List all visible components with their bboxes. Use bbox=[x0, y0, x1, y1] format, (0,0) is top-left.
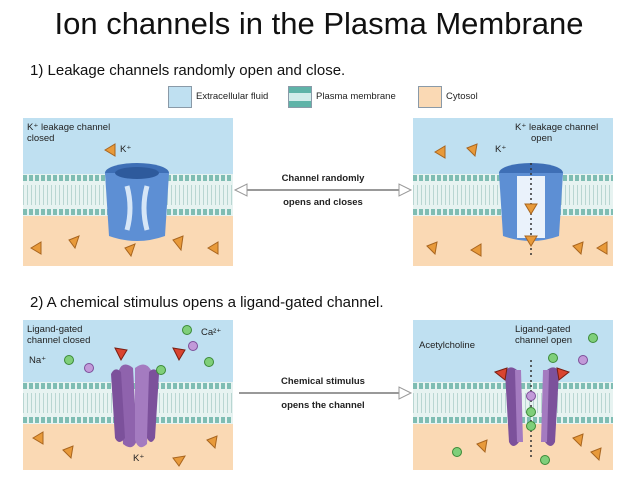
potassium-ion-label: K⁺ bbox=[133, 453, 145, 464]
ligand-closed-panel: Ligand-gated channel closed Na⁺ Ca²⁺ K⁺ bbox=[23, 320, 233, 470]
acetylcholine-label: Acetylcholine bbox=[419, 340, 475, 351]
membrane-legend-label: Plasma membrane bbox=[316, 91, 396, 102]
leakage-arrow-top-label: Channel randomly bbox=[281, 173, 365, 184]
legend: Extracellular fluid Plasma membrane Cyto… bbox=[168, 86, 488, 108]
ligand-open-panel: Ligand-gated channel open Acetylcholine bbox=[413, 320, 613, 470]
cytosol-legend-label: Cytosol bbox=[446, 91, 478, 102]
double-arrow-icon bbox=[233, 183, 413, 197]
ligand-open-label-line2: channel open bbox=[515, 335, 573, 346]
leakage-closed-ion-label: K⁺ bbox=[120, 144, 132, 155]
ligand-open-label-line1: Ligand-gated bbox=[515, 324, 571, 335]
leakage-transition-arrow: Channel randomly opens and closes bbox=[233, 165, 413, 215]
membrane-swatch bbox=[288, 86, 312, 108]
ligand-transition-arrow: Chemical stimulus opens the channel bbox=[233, 368, 413, 418]
ligand-closed-label-line1: Ligand-gated bbox=[27, 324, 83, 335]
leakage-open-label-line2: open bbox=[531, 133, 553, 144]
calcium-ion-label: Ca²⁺ bbox=[201, 327, 222, 338]
leakage-closed-label-line1: K⁺ leakage channel bbox=[27, 122, 111, 133]
leakage-closed-illustration bbox=[23, 118, 233, 266]
ligand-arrow-bottom-label: opens the channel bbox=[281, 400, 365, 411]
sodium-ion-label: Na⁺ bbox=[29, 355, 47, 366]
ligand-arrow-top-label: Chemical stimulus bbox=[281, 376, 365, 387]
leakage-open-ion-label: K⁺ bbox=[495, 144, 507, 155]
leakage-closed-label-line2: closed bbox=[27, 133, 55, 144]
leakage-open-label-line1: K⁺ leakage channel bbox=[515, 122, 599, 133]
leakage-closed-panel: K⁺ leakage channel closed K⁺ bbox=[23, 118, 233, 266]
section1-heading: 1) Leakage channels randomly open and cl… bbox=[30, 62, 346, 79]
leakage-open-illustration bbox=[413, 118, 613, 266]
right-arrow-icon bbox=[239, 386, 413, 400]
ligand-closed-illustration bbox=[23, 320, 233, 470]
section2-heading: 2) A chemical stimulus opens a ligand-ga… bbox=[30, 294, 384, 311]
extracellular-swatch bbox=[168, 86, 192, 108]
leakage-arrow-bottom-label: opens and closes bbox=[283, 197, 363, 208]
ligand-closed-label-line2: channel closed bbox=[27, 335, 91, 346]
extracellular-legend-label: Extracellular fluid bbox=[196, 91, 269, 102]
cytosol-swatch bbox=[418, 86, 442, 108]
ligand-open-illustration bbox=[413, 320, 613, 470]
slide-title: Ion channels in the Plasma Membrane bbox=[54, 6, 584, 41]
leakage-open-panel: K⁺ leakage channel open K⁺ bbox=[413, 118, 613, 266]
